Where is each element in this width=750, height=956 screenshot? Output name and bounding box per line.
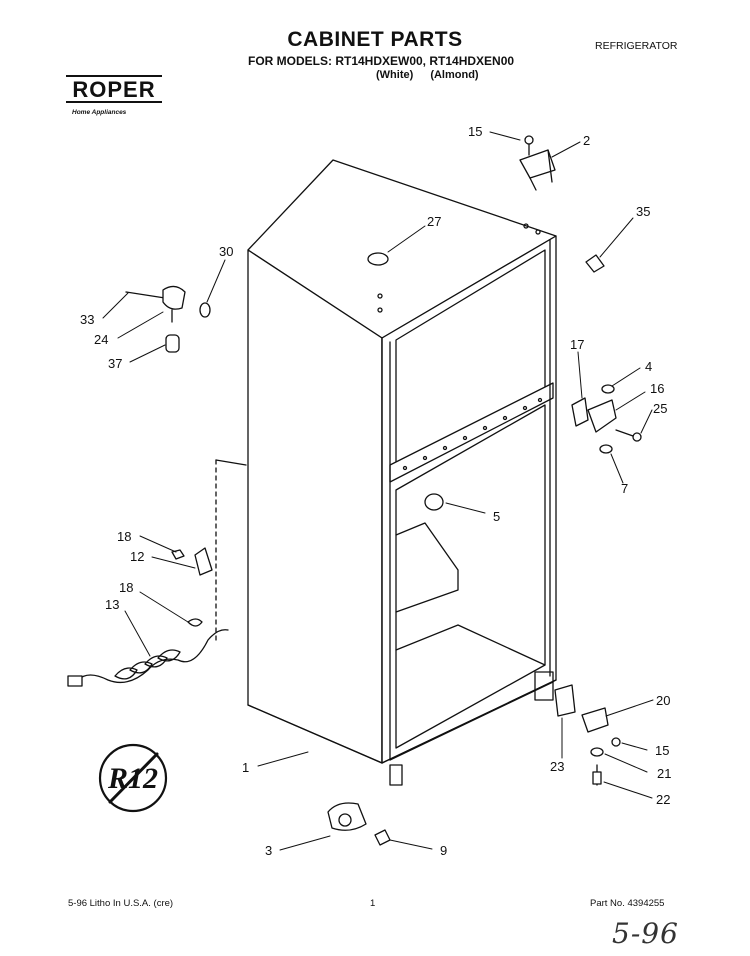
callout-35: 35: [636, 204, 650, 219]
callout-22: 22: [656, 792, 670, 807]
cabinet-body: [247, 159, 557, 786]
callout-37: 37: [108, 356, 122, 371]
callout-16: 16: [650, 381, 664, 396]
callout-27: 27: [427, 214, 441, 229]
callout-15-top: 15: [468, 124, 482, 139]
leveling-bracket: [327, 802, 391, 846]
callout-9: 9: [440, 843, 447, 858]
top-hinge: [519, 135, 556, 191]
callout-30: 30: [219, 244, 233, 259]
callout-18-bottom: 18: [119, 580, 133, 595]
hinge-cover: [585, 254, 605, 273]
svg-text:R12: R12: [107, 762, 158, 795]
callout-15-bottom: 15: [655, 743, 669, 758]
page-title: CABINET PARTS: [287, 28, 463, 51]
page-number: 1: [370, 898, 376, 909]
power-cord-parts: [67, 459, 247, 687]
callout-18-top: 18: [117, 529, 131, 544]
svg-text:ROPER: ROPER: [72, 77, 155, 102]
callout-17: 17: [570, 337, 584, 352]
callout-3: 3: [265, 843, 272, 858]
brand-tagline: Home Appliances: [72, 109, 127, 116]
top-plug: [367, 252, 389, 266]
callout-25: 25: [653, 401, 667, 416]
callout-33: 33: [80, 312, 94, 327]
bottom-hinge: [554, 684, 621, 786]
callout-1: 1: [242, 760, 249, 775]
center-hinge: [571, 384, 642, 454]
door-stop: [424, 493, 444, 511]
roper-logo: ROPER: [66, 73, 162, 105]
handwritten-note: 5-96: [612, 917, 679, 950]
leader-lines: [102, 131, 654, 851]
appliance-category: REFRIGERATOR: [595, 40, 678, 52]
r12-symbol: R12: [98, 743, 168, 813]
callout-2: 2: [583, 133, 590, 148]
callout-23: 23: [550, 759, 564, 774]
callout-21: 21: [657, 766, 671, 781]
part-number: Part No. 4394255: [590, 898, 665, 909]
callout-20: 20: [656, 693, 670, 708]
callout-24: 24: [94, 332, 108, 347]
callout-12: 12: [130, 549, 144, 564]
callout-7: 7: [621, 481, 628, 496]
color-variants: (White) (Almond): [376, 69, 479, 81]
water-valve-parts: [125, 285, 211, 353]
print-info: 5-96 Litho In U.S.A. (cre): [68, 898, 174, 909]
callout-13: 13: [105, 597, 119, 612]
models-line: FOR MODELS: RT14HDXEW00, RT14HDXEN00: [248, 54, 515, 68]
callout-4: 4: [645, 359, 652, 374]
callout-5: 5: [493, 509, 500, 524]
